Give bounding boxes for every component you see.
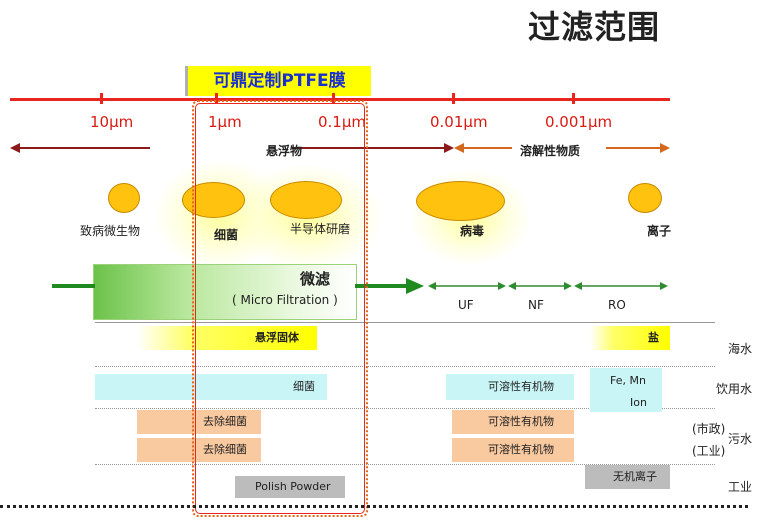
semiconductor-particle [270,181,342,219]
bottom-divider [0,505,748,508]
cell-remove-bacteria-municipal: 去除细菌 [137,410,261,434]
cell-inorganic-ions: 无机离子 [585,465,670,489]
table-divider [95,366,715,367]
scale-tick [452,93,455,104]
cell-soluble-organics-municipal: 可溶性有机物 [452,410,574,434]
row-label-drinking: 饮用水 [716,382,753,396]
scale-label-1um: 1μm [208,113,242,131]
cell-bacteria: 细菌 [95,374,327,400]
cell-polish-powder: Polish Powder [235,476,345,498]
suspended-matter-label: 悬浮物 [266,144,303,158]
separation-arrows [52,278,668,294]
ion-particle [628,183,662,213]
cell-soluble-organics-drinking: 可溶性有机物 [446,374,574,400]
pathogen-label: 致病微生物 [80,224,141,238]
nf-label: NF [528,298,544,312]
row-label-seawater: 海水 [728,342,753,356]
row-label-wastewater: 污水 [728,432,753,446]
ptfe-membrane-label: 可鼎定制PTFE膜 [185,66,371,96]
row-label-municipal: (市政) [692,422,726,436]
pathogen-particle [108,183,140,213]
cell-remove-bacteria-industrial: 去除细菌 [137,438,261,462]
ptfe-range-frame [192,100,368,517]
table-divider [95,408,715,409]
size-scale-line [10,98,670,101]
fe-mn-text: Fe, Mn [610,374,646,387]
scale-label-10um: 10μm [90,113,134,131]
virus-label: 病毒 [460,224,485,238]
cell-fe-mn-ion: Fe, Mn Ion [590,368,662,412]
bacteria-label: 细菌 [214,228,239,242]
ptfe-range-frame-inner [195,103,365,514]
ion-text: Ion [630,396,647,409]
scale-tick [572,93,575,104]
page-title: 过滤范围 [528,8,661,46]
cell-salt: 盐 [590,326,670,350]
cell-soluble-organics-industrial: 可溶性有机物 [452,438,574,462]
table-divider [95,464,715,465]
ro-label: RO [608,298,626,312]
ion-label: 离子 [647,224,672,238]
row-label-industry: 工业 [728,480,753,494]
dissolved-matter-label: 溶解性物质 [520,144,581,158]
scale-tick [332,93,335,104]
category-arrows [10,143,670,153]
cell-suspended-solids: 悬浮固体 [137,326,317,350]
scale-label-01um: 0.1μm [318,113,367,131]
microfiltration-subtitle: ( Micro Filtration ) [232,293,338,307]
microfiltration-box [93,264,357,320]
microfiltration-title: 微滤 [300,270,331,288]
semiconductor-label: 半导体研磨 [290,222,351,236]
scale-tick [100,93,103,104]
table-divider [95,322,715,323]
scale-label-0001um: 0.001μm [545,113,613,131]
uf-label: UF [458,298,474,312]
scale-tick [215,93,218,104]
scale-label-001um: 0.01μm [430,113,488,131]
row-label-industrial: (工业) [692,444,726,458]
virus-particle [416,181,505,221]
